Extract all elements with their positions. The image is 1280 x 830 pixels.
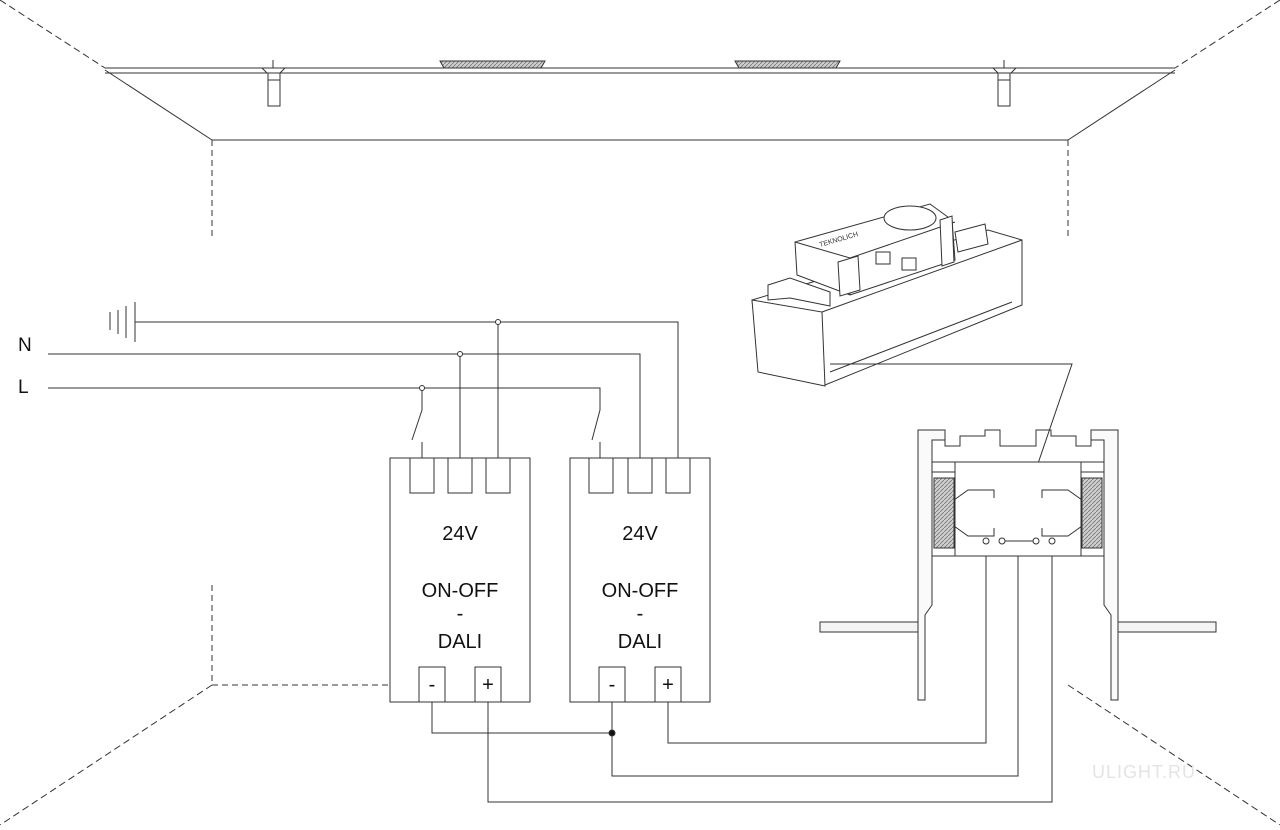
linear-light-1 <box>439 60 546 69</box>
ceiling-edge-left <box>104 69 213 141</box>
linear-light-2 <box>734 60 841 69</box>
driver-2-mode-1: ON-OFF <box>602 580 679 602</box>
switch-2 <box>591 409 601 441</box>
driver-1-mode-3: DALI <box>438 631 482 653</box>
driver-2-mode-3: DALI <box>618 631 662 653</box>
live-label: L <box>18 377 29 398</box>
driver-1-body <box>389 457 531 703</box>
live-wire <box>48 387 601 410</box>
driver-1-plus-label: + <box>482 674 494 696</box>
floor-corner-left <box>0 684 213 826</box>
connector-end-face <box>751 299 826 387</box>
mains-wiring <box>48 302 679 458</box>
contact-block-right <box>1081 477 1103 549</box>
driver-2-terminal-pe <box>665 457 691 494</box>
ground-icon <box>109 302 136 342</box>
driver-1-plus-wire <box>487 541 1053 803</box>
driver-1-voltage: 24V <box>442 523 478 545</box>
ceiling-edge-right <box>1067 69 1176 141</box>
track-connector-module: TEKNOLICH <box>751 203 1023 387</box>
spotlight-right <box>991 60 1018 107</box>
ceiling-corner-right <box>1174 0 1280 69</box>
ground-wire <box>135 321 679 458</box>
driver-2-minus-label: - <box>609 674 616 696</box>
floor-corner-right <box>1067 684 1280 826</box>
connector-knob <box>883 205 937 231</box>
switch-1 <box>411 409 423 441</box>
common-minus-wire <box>611 541 1019 777</box>
driver-2-voltage: 24V <box>622 523 658 545</box>
driver-2: 24V ON-OFF - DALI - + <box>569 457 711 703</box>
ceiling-fixtures <box>260 60 1018 107</box>
ceiling-board-left <box>819 621 919 633</box>
neutral-wire <box>48 353 641 458</box>
dc-output-wiring <box>431 541 1053 803</box>
driver-1-terminal-pe <box>485 457 511 494</box>
driver-2-terminal-l <box>588 457 614 494</box>
neutral-label: N <box>18 335 32 356</box>
spotlight-left <box>260 60 287 107</box>
driver-1-mode-2: - <box>457 603 464 625</box>
driver-2-terminal-plus <box>654 666 682 703</box>
profile-left-wall <box>917 429 946 701</box>
driver-2-plus-label: + <box>662 674 674 696</box>
driver-1-mode-1: ON-OFF <box>422 580 499 602</box>
watermark: ULIGHT.RU <box>1092 762 1196 782</box>
ceiling-corner-left <box>0 0 106 69</box>
driver-1-terminal-n <box>447 457 473 494</box>
track-profile-section <box>819 429 1217 701</box>
minus-bridge-wire <box>431 702 612 734</box>
contact-block-left <box>933 477 955 549</box>
driver-1-terminal-l <box>409 457 435 494</box>
driver-1-minus-label: - <box>429 674 436 696</box>
ceiling-board-right <box>1117 621 1217 633</box>
profile-right-wall <box>1090 429 1119 701</box>
driver-2-plus-wire <box>667 541 987 744</box>
driver-2-terminal-minus <box>598 666 626 703</box>
driver-1: 24V ON-OFF - DALI - + <box>389 457 531 703</box>
driver-2-terminal-n <box>627 457 653 494</box>
driver-2-mode-2: - <box>637 603 644 625</box>
